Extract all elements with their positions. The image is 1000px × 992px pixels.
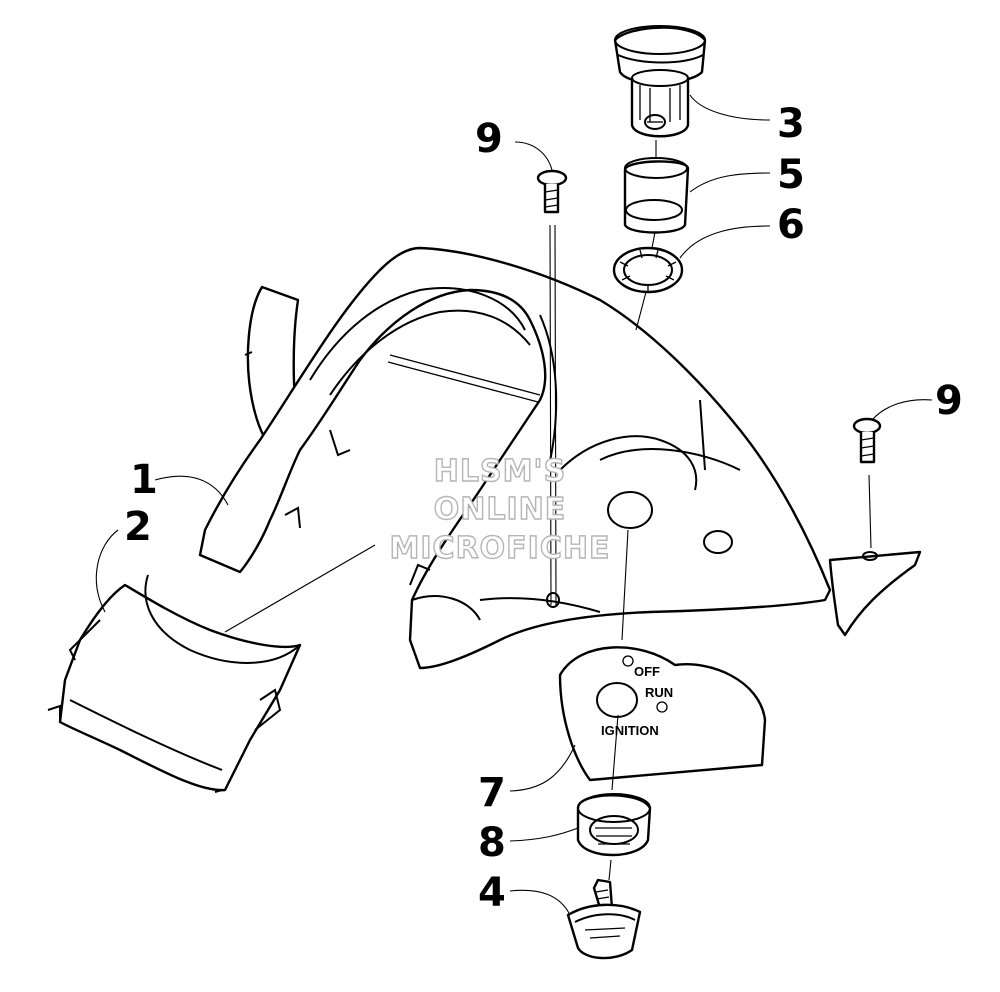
callout-6: 6 bbox=[777, 202, 805, 248]
plate-label-off: OFF bbox=[634, 664, 660, 679]
watermark-line-1: HLSM'S bbox=[434, 454, 566, 489]
callout-4: 4 bbox=[478, 870, 506, 916]
lower-cover-part-2 bbox=[47, 574, 302, 793]
nut-part-8 bbox=[576, 793, 652, 857]
callout-9-top: 9 bbox=[475, 116, 503, 162]
screw-part-9-right bbox=[852, 417, 882, 549]
screw-part-9-top bbox=[536, 169, 568, 606]
lock-washer-part-6 bbox=[612, 246, 684, 294]
ignition-switch-part-3 bbox=[613, 25, 707, 138]
callout-7: 7 bbox=[478, 770, 506, 816]
callout-2: 2 bbox=[124, 504, 152, 550]
callout-9-right: 9 bbox=[935, 378, 963, 424]
bushing-part-5 bbox=[623, 157, 690, 234]
assembly-line-1-2 bbox=[224, 544, 376, 633]
callout-8: 8 bbox=[478, 820, 506, 866]
callout-numbers: 1 2 3 5 6 9 9 7 8 4 bbox=[124, 101, 963, 916]
watermark-line-3: MICROFICHE bbox=[390, 531, 611, 566]
handlebar-cover-part-1 bbox=[198, 246, 922, 670]
leader-lines bbox=[95, 94, 933, 916]
key-part-4 bbox=[566, 878, 642, 960]
watermark-line-2: ONLINE bbox=[434, 492, 567, 527]
watermark: HLSM'S ONLINE MICROFICHE bbox=[389, 453, 611, 566]
callout-1: 1 bbox=[130, 457, 158, 503]
plate-label-run: RUN bbox=[645, 685, 673, 700]
plate-label-ignition: IGNITION bbox=[601, 723, 659, 738]
ignition-plate-part-7: OFF RUN IGNITION bbox=[558, 646, 767, 782]
callout-5: 5 bbox=[777, 152, 805, 198]
callout-3: 3 bbox=[777, 101, 805, 147]
